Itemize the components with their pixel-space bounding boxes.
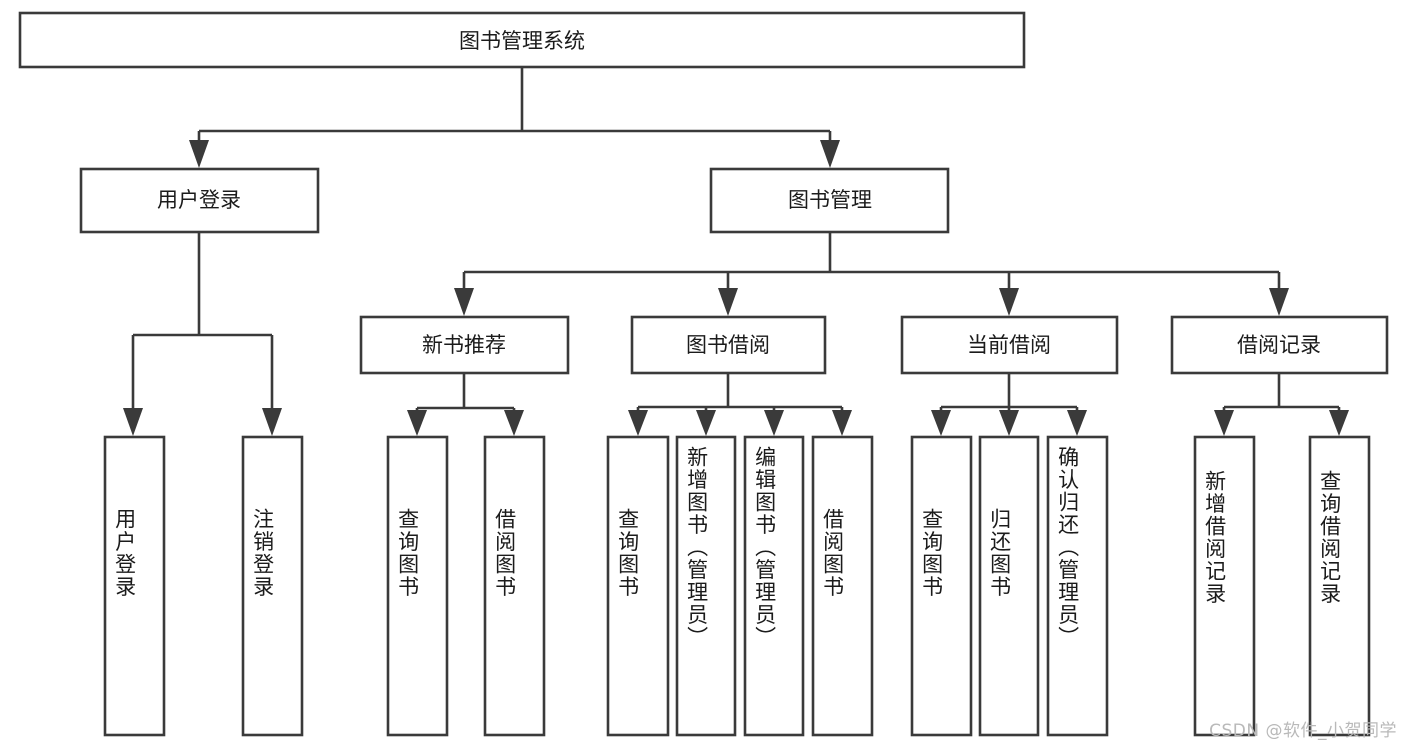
connector-newbook-to-leaves [407, 373, 524, 436]
connector-root-to-level2 [189, 67, 840, 168]
connector-bookborrow-to-leaves [628, 373, 852, 436]
node-borrow-record-label: 借阅记录 [1237, 333, 1321, 357]
node-book-borrow[interactable] [630, 315, 827, 375]
connector-bookmgmt-to-level3 [454, 232, 1289, 316]
node-book-borrow-label: 图书借阅 [686, 333, 770, 357]
node-user-login-label: 用户登录 [157, 188, 241, 212]
node-user-login[interactable] [79, 167, 320, 234]
node-borrow-record[interactable] [1170, 315, 1389, 375]
node-new-book-recommend-label: 新书推荐 [422, 333, 506, 357]
leaf-new-book-1[interactable] [483, 435, 546, 737]
connector-borrowrecord-to-leaves [1214, 373, 1349, 436]
node-book-management[interactable] [709, 167, 950, 234]
node-new-book-recommend[interactable] [359, 315, 570, 375]
leaf-borrow-record-1[interactable] [1308, 435, 1371, 737]
node-current-borrow[interactable] [900, 315, 1119, 375]
csdn-watermark: CSDN @软件_小贺同学 [1209, 721, 1397, 741]
node-root-label: 图书管理系统 [459, 29, 585, 53]
leaf-borrow-record-0[interactable] [1193, 435, 1256, 737]
node-current-borrow-label: 当前借阅 [967, 333, 1051, 357]
leaf-user-login-1[interactable] [241, 435, 304, 737]
leaf-book-borrow-1[interactable] [675, 435, 737, 737]
connector-userlogin-to-leaves [123, 232, 282, 436]
leaf-current-borrow-2[interactable] [1046, 435, 1109, 737]
leaf-new-book-0[interactable] [386, 435, 449, 737]
leaf-book-borrow-2[interactable] [743, 435, 805, 737]
leaf-user-login-0[interactable] [103, 435, 166, 737]
leaf-book-borrow-3[interactable] [811, 435, 874, 737]
leaf-book-borrow-0[interactable] [606, 435, 670, 737]
leaf-current-borrow-1[interactable] [978, 435, 1040, 737]
node-book-management-label: 图书管理 [788, 188, 872, 212]
node-root[interactable] [18, 11, 1026, 69]
connector-currentborrow-to-leaves [931, 373, 1087, 436]
leaf-current-borrow-0[interactable] [910, 435, 973, 737]
